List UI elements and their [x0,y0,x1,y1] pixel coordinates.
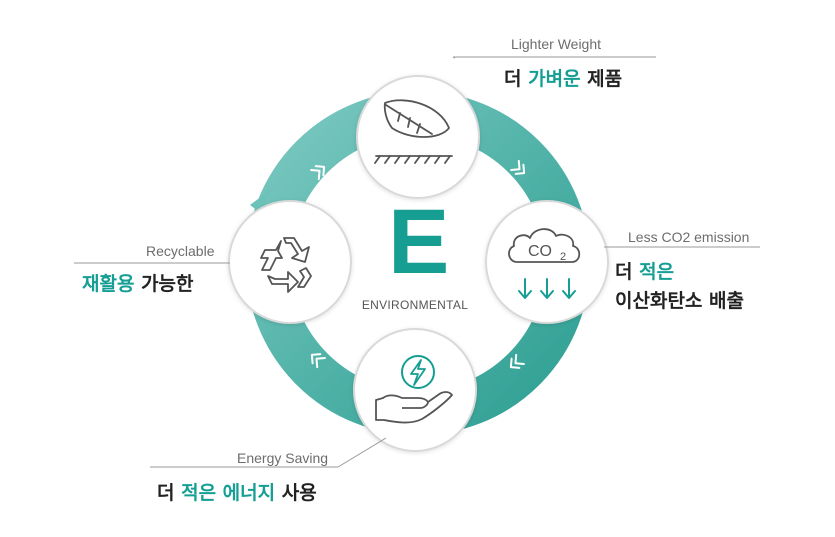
right-label-ko-line2: 이산화탄소 배출 [615,290,744,312]
top-label-ko: 더 가벼운 제품 [504,68,623,90]
node-circle-left [228,200,352,324]
ring-chevrons [310,159,526,369]
center-word: ENVIRONMENTAL [361,298,469,312]
feather-icon [374,99,453,164]
ring-arrow-tip [250,190,270,214]
co2-cloud-icon: CO 2 [508,228,581,299]
recycle-icon [260,237,312,293]
left-label-ko: 재활용 가능한 [82,273,194,295]
co2-icon-text: CO [528,243,552,260]
bottom-label-en: Energy Saving [237,450,329,466]
co2-icon-subscript: 2 [560,251,566,263]
node-circle-bottom [353,328,477,452]
center-letter: E [388,191,450,293]
right-label-ko-line1: 더 적은 [615,261,675,283]
right-label-en: Less CO2 emission [628,229,750,245]
bottom-label-ko: 더 적은 에너지 사용 [157,482,317,504]
top-label-en: Lighter Weight [511,36,602,52]
energy-hand-icon [375,355,453,424]
left-label-en: Recyclable [146,243,215,259]
